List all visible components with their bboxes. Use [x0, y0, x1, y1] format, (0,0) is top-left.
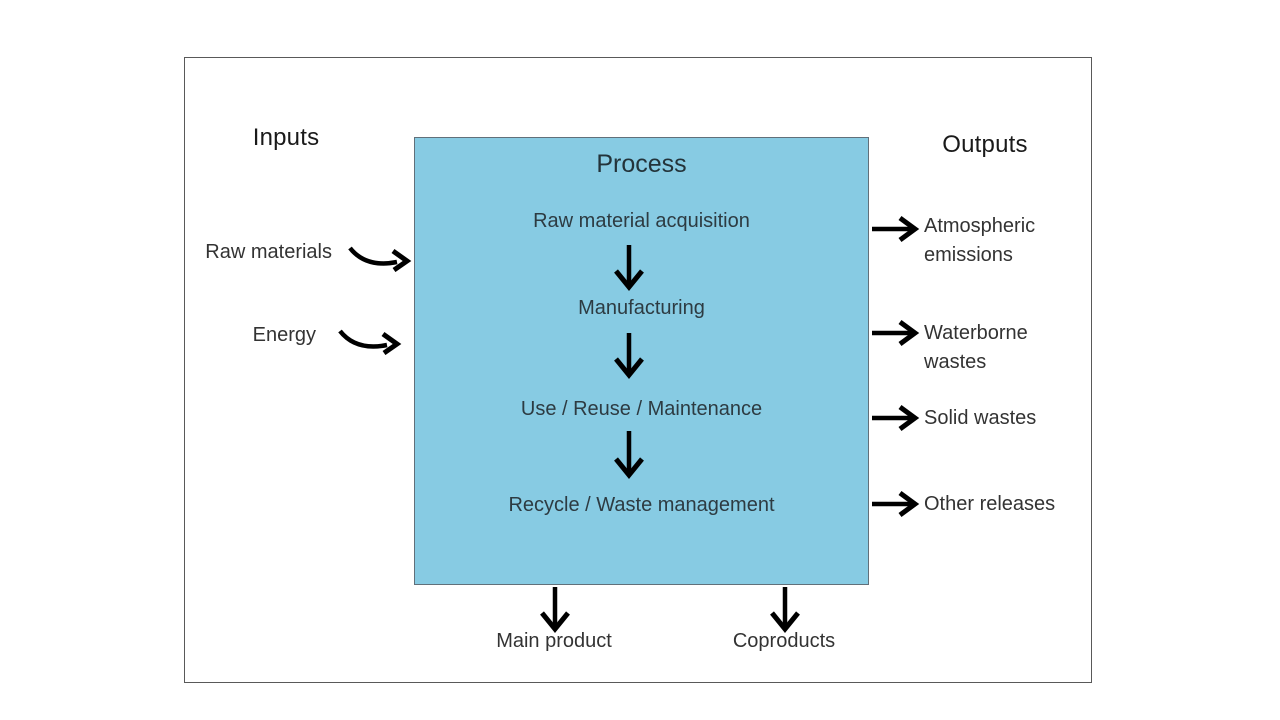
right-arrow-icon — [872, 319, 920, 347]
stage-manufacturing: Manufacturing — [578, 297, 705, 319]
output-label-atmospheric-emissions: Atmospheric emissions — [924, 215, 1036, 266]
down-arrow-icon — [614, 333, 644, 379]
inputs-heading: Inputs — [252, 124, 320, 151]
stage-use-reuse-maintenance: Use / Reuse / Maintenance — [520, 398, 763, 420]
output-label-other-releases: Other releases — [924, 493, 1056, 515]
down-arrow-icon — [614, 431, 644, 479]
input-label-raw-materials: Raw materials — [205, 241, 332, 263]
process-box: Process Raw material acquisition Manufac… — [414, 137, 869, 585]
down-arrow-icon — [540, 587, 570, 633]
process-title: Process — [596, 150, 687, 178]
input-label-energy: Energy — [252, 324, 316, 346]
output-label-waterborne-wastes: Waterborne wastes — [924, 322, 1028, 373]
outputs-heading: Outputs — [942, 131, 1028, 158]
right-arrow-icon — [872, 490, 920, 518]
output-label-solid-wastes: Solid wastes — [924, 407, 1037, 429]
bottom-label-main-product: Main product — [496, 630, 612, 652]
curved-arrow-icon — [348, 246, 412, 272]
curved-arrow-icon — [338, 329, 402, 355]
down-arrow-icon — [614, 245, 644, 291]
right-arrow-icon — [872, 215, 920, 243]
right-arrow-icon — [872, 404, 920, 432]
stage-raw-material-acquisition: Raw material acquisition — [533, 210, 750, 232]
stage-recycle-waste-management: Recycle / Waste management — [508, 494, 775, 516]
down-arrow-icon — [770, 587, 800, 633]
bottom-label-coproducts: Coproducts — [732, 630, 836, 652]
